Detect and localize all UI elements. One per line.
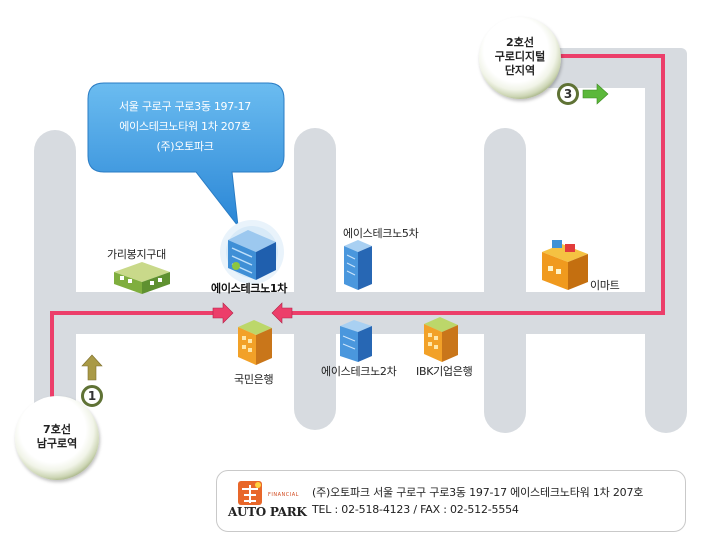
logo-small-text: FINANCIAL [268,492,299,498]
label-acetechno5: 에이스테크노5차 [343,227,419,240]
acetechno5-building-icon [344,240,372,290]
logo-text: AUTO PARK [228,505,307,519]
arrow-right-exit3 [582,83,609,105]
police-station-icon [114,262,170,294]
company-info-box [216,470,686,532]
emart-building-icon [542,240,588,290]
label-acetechno2: 에이스테크노2차 [321,365,397,378]
label-kookmin: 국민은행 [234,373,274,386]
bubble-line-2: 에이스테크노타워 1차 207호 [119,120,251,133]
address-bubble [87,82,285,228]
acetechno2-building-icon [340,320,372,362]
station-bottom-line2: 남구로역 [36,437,78,450]
company-contact: TEL : 02-518-4123 / FAX : 02-512-5554 [312,503,519,516]
bubble-line-1: 서울 구로구 구로3동 197-17 [118,100,251,113]
company-address: (주)오토파크 서울 구로구 구로3동 197-17 에이스테크노타워 1차 2… [312,486,644,499]
ibk-bank-icon [424,317,458,362]
road-vertical-2 [294,128,336,430]
exit-1-badge: 1 [81,385,103,407]
label-acetechno1: 에이스테크노1차 [211,282,288,295]
road-vertical-1 [34,130,76,435]
roads [34,48,687,435]
label-ibk: IBK기업은행 [416,365,473,378]
station-bottom-line1: 7호선 [43,423,71,436]
arrow-left-pink [271,302,293,324]
station-top-line3: 단지역 [504,64,536,77]
label-emart: 이마트 [590,279,620,292]
arrow-up-exit1 [81,354,103,381]
address-bubble-text: 서울 구로구 구로3동 197-17 에이스테크노타워 1차 207호 (주)오… [88,97,282,157]
route-line [50,54,665,415]
station-namguro: 7호선 남구로역 [15,396,99,480]
road-vertical-3 [484,128,526,433]
road-vertical-4 [645,48,687,433]
label-garibong: 가리봉지구대 [107,248,166,261]
bubble-line-3: (주)오토파크 [156,140,214,153]
station-top-line2: 구로디지털 [494,50,546,63]
kookmin-bank-icon [238,320,272,365]
exit-3-badge: 3 [557,83,579,105]
station-top-line1: 2호선 [506,36,534,49]
acetechno-tower-icon [220,220,284,284]
arrow-right-pink [212,302,234,324]
station-guro-digital: 2호선 구로디지털 단지역 [479,17,561,99]
autopark-logo-icon [238,481,262,505]
